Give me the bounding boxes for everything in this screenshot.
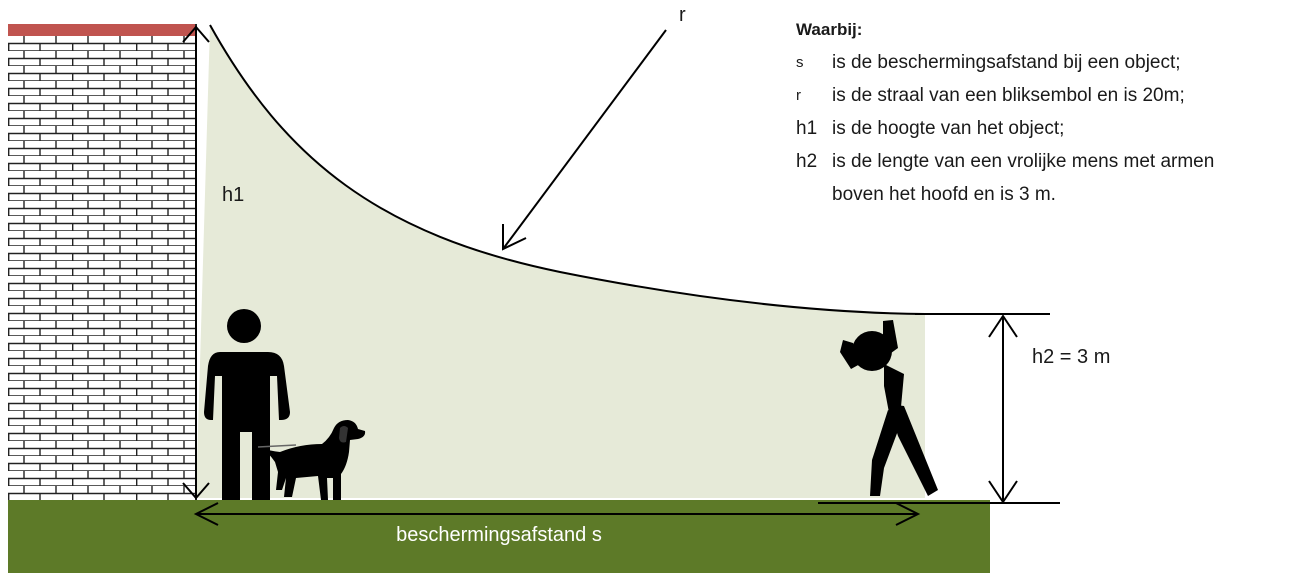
- label-h2: h2 = 3 m: [1032, 346, 1111, 368]
- label-r: r: [679, 4, 686, 26]
- legend: Waarbij: s is de beschermingsafstand bij…: [796, 20, 1301, 211]
- dog-icon: [262, 420, 366, 500]
- legend-item: h2 is de lengte van een vrolijke mens me…: [796, 145, 1301, 178]
- ground: [8, 500, 990, 573]
- label-h1: h1: [222, 184, 245, 206]
- legend-text: is de lengte van een vrolijke mens met a…: [832, 151, 1215, 172]
- h1-dimension-arrow: [182, 25, 210, 500]
- label-protection-distance: beschermingsafstand s: [396, 524, 602, 546]
- legend-symbol: h1: [796, 118, 818, 139]
- rolling-sphere-arc: [209, 24, 926, 315]
- legend-symbol: r: [796, 87, 801, 104]
- protection-zone: [196, 25, 925, 498]
- r-radius-arrow: [502, 29, 667, 251]
- legend-text: is de straal van een bliksembol en is 20…: [832, 85, 1185, 106]
- leash: [257, 444, 297, 448]
- legend-continuation: boven het hoofd en is 3 m.: [832, 184, 1056, 205]
- legend-symbol: h2: [796, 151, 818, 172]
- legend-item: r is de straal van een bliksembol en is …: [796, 79, 1301, 112]
- legend-text: is de beschermingsafstand bij een object…: [832, 52, 1181, 73]
- legend-item: s is de beschermingsafstand bij een obje…: [796, 46, 1301, 79]
- legend-title: Waarbij:: [796, 20, 863, 39]
- s-dimension-arrow: [193, 502, 921, 526]
- cheering-person-icon: [840, 320, 938, 496]
- brick-wall-icon: [8, 24, 197, 500]
- h2-dimension-arrow: [988, 314, 1018, 504]
- legend-text: is de hoogte van het object;: [832, 118, 1065, 139]
- legend-item: h1 is de hoogte van het object;: [796, 112, 1301, 145]
- legend-symbol: s: [796, 54, 804, 71]
- standing-person-icon: [204, 309, 290, 500]
